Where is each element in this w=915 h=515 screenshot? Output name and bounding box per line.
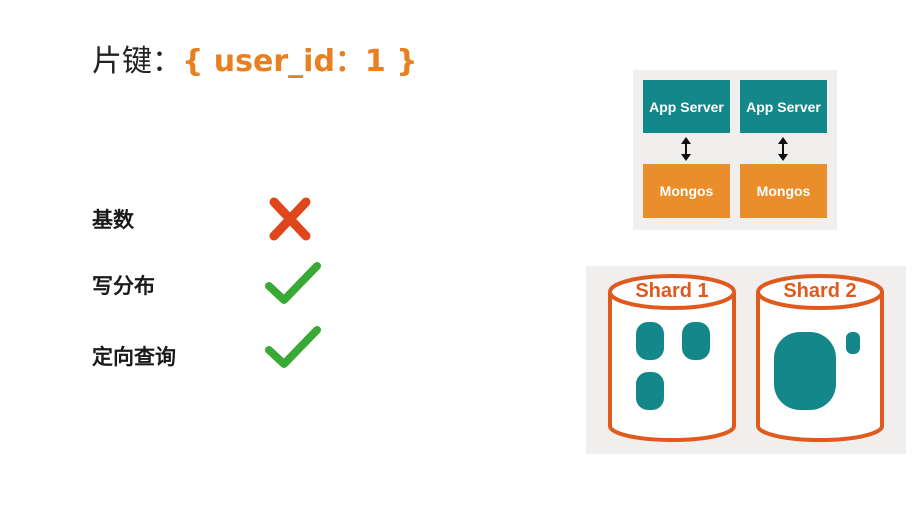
double-arrow-icon xyxy=(681,137,691,161)
mongos-box: Mongos xyxy=(643,164,730,218)
chunk xyxy=(682,322,710,360)
title-label: 片键： xyxy=(92,44,182,79)
criterion-targeted-query: 定向查询 xyxy=(92,345,176,369)
check-icon xyxy=(265,262,321,304)
mongos-box: Mongos xyxy=(740,164,827,218)
double-arrow-icon xyxy=(778,137,788,161)
small-chunk xyxy=(846,332,860,354)
check-icon xyxy=(265,326,321,368)
criterion-write-distribution: 写分布 xyxy=(92,274,155,298)
cross-icon xyxy=(269,197,311,241)
shards-diagram: Shard 1 Shard 2 xyxy=(586,266,906,454)
shard-key: { user_id：1 } xyxy=(182,44,418,79)
shard-2-label: Shard 2 xyxy=(783,280,857,302)
chunk xyxy=(636,322,664,360)
app-server-box: App Server xyxy=(740,80,827,133)
chunk xyxy=(636,372,664,410)
shard-cylinders xyxy=(608,274,884,442)
app-server-box: App Server xyxy=(643,80,730,133)
large-chunk xyxy=(774,332,836,410)
criterion-cardinality: 基数 xyxy=(92,208,134,232)
shard-1-label: Shard 1 xyxy=(635,280,709,302)
router-diagram: App Server App Server Mongos Mongos xyxy=(633,70,837,230)
page-title: 片键：{ user_id：1 } xyxy=(92,36,418,80)
